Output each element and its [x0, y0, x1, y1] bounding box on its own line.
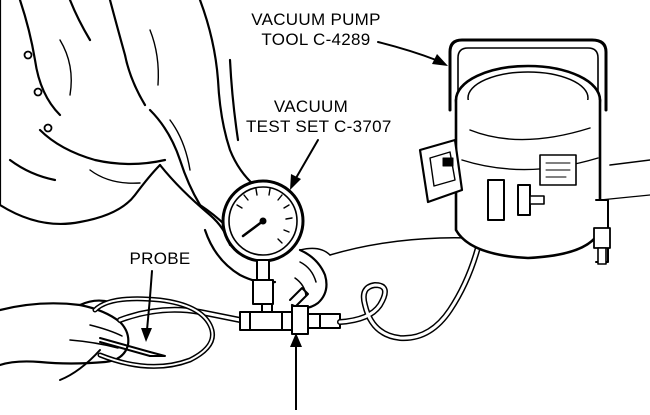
gauge-needle — [241, 219, 265, 238]
gauge-pivot — [259, 217, 267, 225]
leader-pump — [377, 41, 448, 66]
leader-probe — [141, 270, 153, 342]
vacuum-pump — [418, 38, 650, 265]
probe — [99, 337, 166, 357]
probe-label: PROBE — [129, 249, 191, 268]
vacuum-test-set-label: VACUUM TEST SET C-3707 — [246, 97, 392, 137]
vacuum-gauge — [221, 179, 305, 305]
vacuum-test-set-label-line-1: VACUUM — [273, 97, 349, 116]
gauge-ticks — [236, 188, 293, 244]
shirt-buttons — [23, 50, 53, 133]
probe-hose — [59, 296, 253, 381]
technician-arm — [0, 0, 262, 247]
vacuum-pump-label-line-1: VACUUM PUMP — [251, 10, 381, 29]
technician-left-hand — [0, 299, 130, 367]
leader-tee — [290, 333, 302, 411]
tee-fitting — [239, 287, 341, 335]
vacuum-pump-label-line-2: TOOL C-4289 — [261, 30, 371, 49]
leader-gauge — [290, 139, 319, 190]
vacuum-test-set-label-line-2: TEST SET C-3707 — [246, 117, 392, 136]
vacuum-pump-label: VACUUM PUMP TOOL C-4289 — [246, 10, 386, 50]
